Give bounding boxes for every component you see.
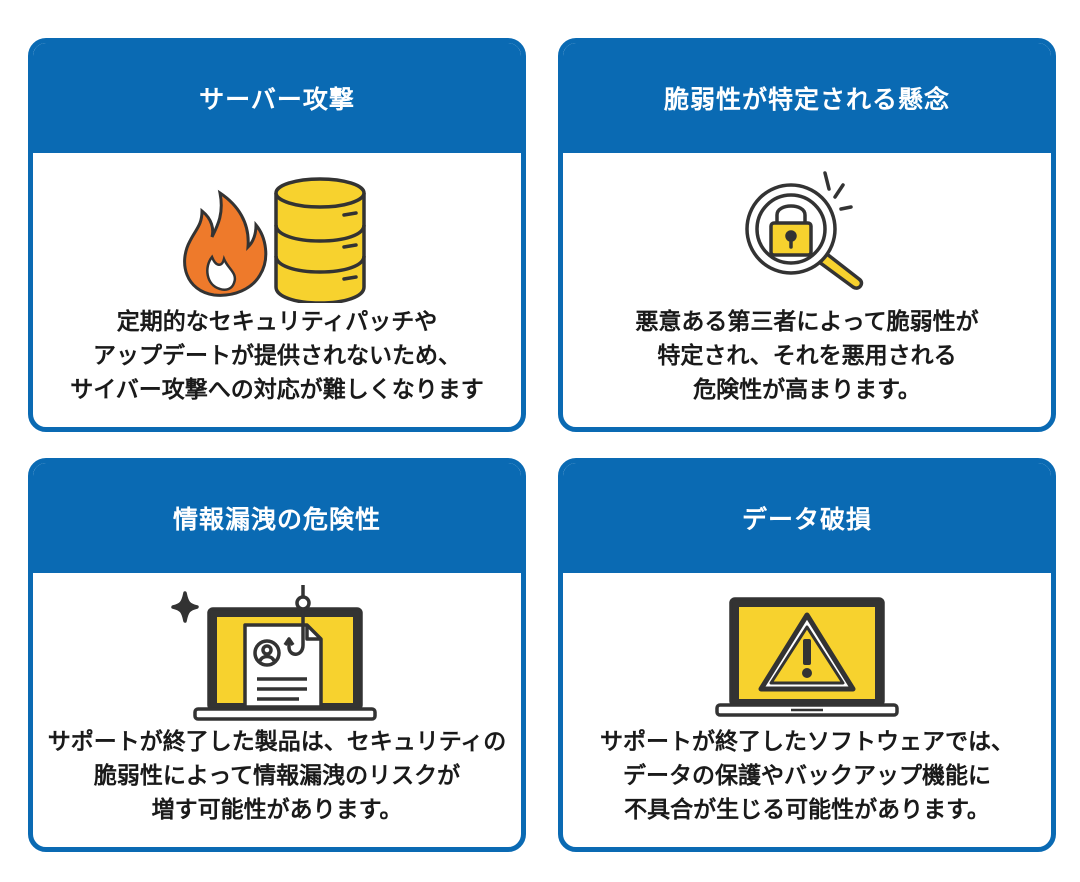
card-vulnerability: 脆弱性が特定される懸念 悪意ある第三者によって脆弱性が 特定され、それを悪用され…: [558, 38, 1056, 432]
card-title: 情報漏洩の危険性: [33, 463, 521, 573]
card-description: サポートが終了した製品は、セキュリティの 脆弱性によって情報漏洩のリスクが 増す…: [33, 725, 521, 827]
description-line: 危険性が高まります。: [693, 377, 921, 403]
description-line: データの保護やバックアップ機能に: [623, 763, 991, 789]
description-line: アップデートが提供されないため、: [93, 343, 461, 369]
fire-server-icon: [33, 163, 521, 303]
magnifier-lock-icon: [563, 163, 1051, 303]
card-server-attack: サーバー攻撃 定期的なセキュリティパッチや アップデートが提供されないため、 サ…: [28, 38, 526, 432]
description-line: 定期的なセキュリティパッチや: [116, 309, 438, 335]
laptop-phishing-icon: [33, 583, 521, 723]
card-description: 定期的なセキュリティパッチや アップデートが提供されないため、 サイバー攻撃への…: [33, 305, 521, 407]
description-line: サイバー攻撃への対応が難しくなります: [70, 377, 484, 403]
card-data-corruption: データ破損 サポートが終了したソフトウェアでは、 データの保護やバックアップ機能…: [558, 458, 1056, 852]
card-info-leak: 情報漏洩の危険性: [28, 458, 526, 852]
description-line: 悪意ある第三者によって脆弱性が: [635, 309, 979, 335]
description-line: 不具合が生じる可能性があります。: [624, 797, 990, 823]
card-title: 脆弱性が特定される懸念: [563, 43, 1051, 153]
description-line: 増す可能性があります。: [151, 797, 403, 823]
card-title: サーバー攻撃: [33, 43, 521, 153]
description-line: 特定され、それを悪用される: [657, 343, 957, 369]
card-title: データ破損: [563, 463, 1051, 573]
card-description: 悪意ある第三者によって脆弱性が 特定され、それを悪用される 危険性が高まります。: [563, 305, 1051, 407]
card-description: サポートが終了したソフトウェアでは、 データの保護やバックアップ機能に 不具合が…: [563, 725, 1051, 827]
description-line: サポートが終了した製品は、セキュリティの: [47, 729, 507, 755]
laptop-warning-icon: [563, 583, 1051, 723]
description-line: 脆弱性によって情報漏洩のリスクが: [93, 763, 461, 789]
description-line: サポートが終了したソフトウェアでは、: [600, 729, 1014, 755]
